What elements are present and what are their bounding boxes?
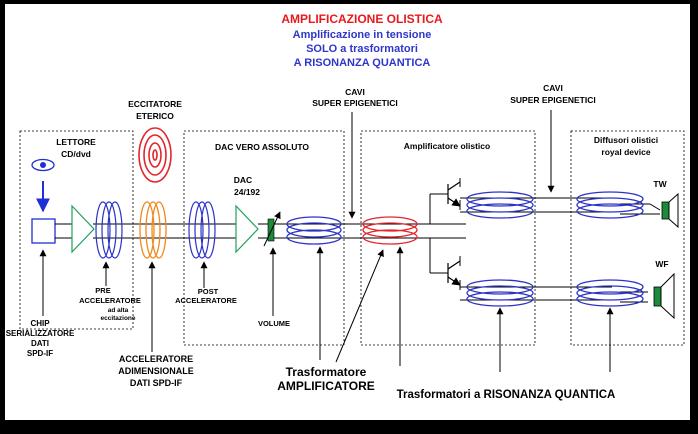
title-line-1: AMPLIFICAZIONE OLISTICA: [281, 12, 443, 26]
woofer-label: WF: [655, 259, 668, 269]
dac-transformer-icon: [286, 216, 342, 245]
accelerator-coil-icon: [139, 201, 167, 259]
cables-1-sub-label: SUPER EPIGENETICI: [312, 98, 398, 108]
speaker-transformer-upper-icon: [576, 191, 644, 219]
transformer-amp-label-1: Trasformatore: [286, 365, 367, 379]
cables-1-label: CAVI: [345, 87, 365, 97]
chip-label-2: SERIALIZZATORE: [6, 329, 75, 338]
pre-label-1: PRE: [95, 286, 110, 295]
output-transformer-upper-icon: [466, 191, 534, 219]
lettore-sub-label: CD/dvd: [61, 149, 91, 159]
accelerator-label-1: ACCELERATORE: [119, 354, 193, 364]
woofer-icon: [653, 272, 675, 320]
dac-label: DAC: [234, 175, 252, 185]
transformer-amp-label-2: AMPLIFICATORE: [277, 379, 375, 393]
post-label-2: ACCELERATORE: [175, 296, 237, 305]
cd-disc-icon: [31, 158, 55, 172]
output-transformer-lower-icon: [466, 279, 534, 307]
eccitatore-label: ECCITATORE: [128, 99, 182, 109]
title-line-2: Amplificazione in tensione: [293, 29, 432, 41]
post-accelerator-coil-icon: [188, 201, 216, 259]
accelerator-label-2: ADIMENSIONALE: [118, 366, 194, 376]
chip-serializer-icon: [31, 218, 56, 244]
title-line-3: SOLO a trasformatori: [306, 43, 418, 55]
post-label-1: POST: [198, 287, 219, 296]
cables-2-sub-label: SUPER EPIGENETICI: [510, 95, 596, 105]
chip-label-3: DATI: [31, 339, 49, 348]
lettore-box: [19, 130, 134, 330]
tweeter-label: TW: [653, 179, 667, 189]
quantum-transformers-label: Trasformatori a RISONANZA QUANTICA: [397, 389, 616, 401]
dac-box-label: DAC VERO ASSOLUTO: [215, 142, 309, 152]
pre-amp-triangle-icon: [71, 204, 95, 254]
pointer-arrows: [39, 246, 614, 372]
ether-exciter-icon: [138, 127, 172, 183]
transistor-upper-icon: [447, 181, 461, 207]
eccitatore-sub-label: ETERICO: [136, 111, 174, 121]
chip-label-4: SPD-IF: [27, 349, 53, 358]
speaker-transformer-lower-icon: [576, 279, 644, 307]
chip-label-1: CHIP: [30, 319, 50, 328]
speakers-sub-label: royal device: [601, 147, 650, 157]
cables-2-label: CAVI: [543, 83, 563, 93]
dac-rate-label: 24/192: [234, 187, 260, 197]
volume-potentiometer-icon: [263, 211, 281, 247]
amplifier-box-label: Amplificatore olistico: [404, 141, 490, 151]
pre-label-2: ACCELERATORE: [79, 296, 141, 305]
title-line-4: A RISONANZA QUANTICA: [294, 57, 431, 69]
pre-label-4: eccitazione: [100, 315, 135, 322]
amplifier-transformer-icon: [362, 216, 418, 245]
speakers-box-label: Diffusori olistici: [594, 135, 658, 145]
speakers-box: [570, 130, 685, 346]
pre-label-3: ad alta: [108, 307, 129, 314]
pre-accelerator-coil-icon: [95, 201, 123, 259]
post-amp-triangle-icon: [235, 204, 259, 254]
accelerator-label-3: DATI SPD-IF: [130, 378, 183, 388]
tweeter-icon: [661, 192, 679, 229]
volume-label: VOLUME: [258, 319, 290, 328]
transistor-lower-icon: [447, 260, 461, 286]
lettore-label: LETTORE: [56, 137, 96, 147]
